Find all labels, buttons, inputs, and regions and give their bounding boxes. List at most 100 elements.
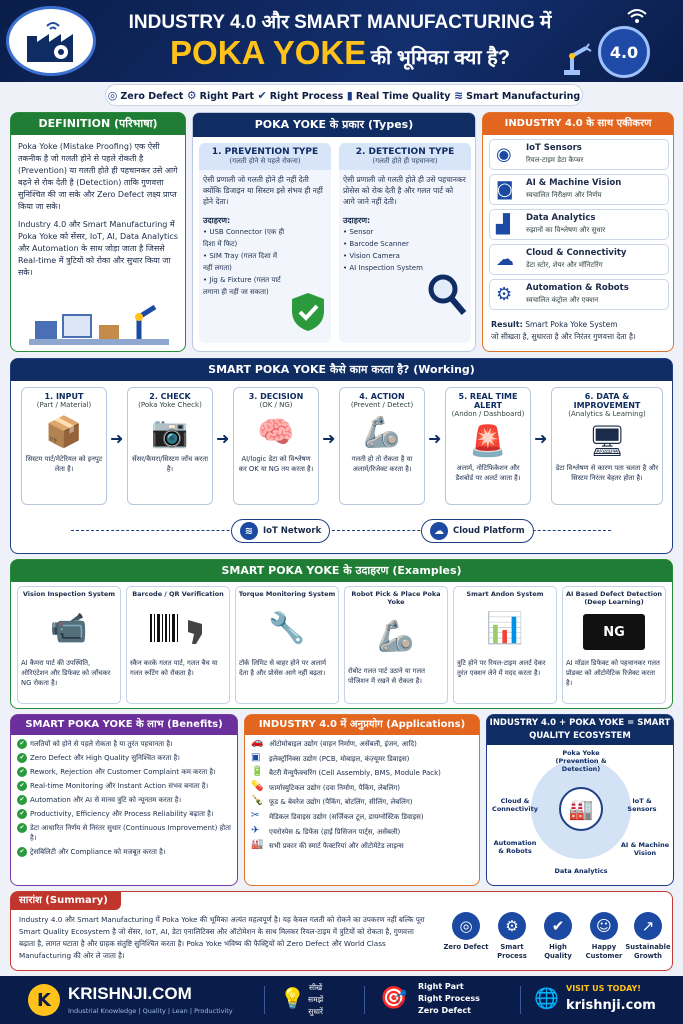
detection-examples: Sensor Barcode Scanner Vision Camera AI …: [339, 226, 471, 274]
check-icon: ✔: [257, 88, 267, 102]
applications-list: 🚗ऑटोमोबाइल उद्योग (वाहन निर्माण, असेंबली…: [245, 735, 479, 860]
list-item: Automation और AI से मानव त्रुटि को न्यून…: [17, 795, 231, 805]
robot-icon: ⚙: [496, 284, 513, 305]
list-item: ट्रेसबिलिटी और Compliance को मजबूत करता …: [17, 847, 231, 857]
detection-sub: (गलती होते ही पहचानना): [372, 157, 438, 165]
step-alert: 5. REAL TIME ALERT(Andon / Dashboard) 🚨 …: [445, 387, 531, 505]
summary-growth: ↗Sustainable Growth: [625, 912, 671, 961]
cloud-icon: ☁: [496, 249, 514, 270]
andon-dashboard-icon: 📊: [486, 610, 524, 646]
ai-chip-icon: 🧠: [257, 415, 295, 450]
prevention-sub: (गलती होने से पहले रोकना): [229, 157, 301, 165]
tag-right-part: ⚙Right Part: [186, 88, 254, 102]
list-item: ✈एयरोस्पेस & डिफेंस (हाई प्रिसिजन पार्ट्…: [251, 824, 401, 836]
applications-panel: INDUSTRY 4.0 में अनुप्रयोग (Applications…: [244, 714, 480, 886]
result-label: Result:: [491, 320, 523, 329]
summary-text: Industry 4.0 और Smart Manufacturing में …: [19, 915, 425, 960]
example-torque: Torque Monitoring System 🔧 टॉर्क लिमिट स…: [235, 586, 339, 704]
camera-icon: 📷: [151, 415, 189, 450]
list-item: Rework, Rejection और Customer Complaint …: [17, 767, 231, 777]
wifi-icon: [626, 8, 648, 28]
smile-icon: ☺: [590, 912, 618, 940]
summary-title: सारांश (Summary): [11, 892, 121, 910]
title-line2: POKA YOKE की भूमिका क्या है?: [100, 34, 580, 72]
robot-arm-icon: 🦾: [363, 415, 401, 450]
step-data: 6. DATA & IMPROVEMENT(Analytics & Learni…: [551, 387, 663, 505]
list-item: 💊फार्मास्युटिकल उद्योग (दवा निर्माण, पैक…: [251, 780, 401, 792]
network-line: [71, 530, 611, 531]
divider: [264, 986, 265, 1014]
detection-examples-label: उदाहरण:: [343, 216, 371, 225]
eco-node-automation: Automation & Robots: [493, 839, 537, 855]
shield-icon: ✔: [544, 912, 572, 940]
prevention-desc: ऐसी प्रणाली जो गलती होने ही नहीं देती क्…: [203, 175, 323, 206]
target-icon: ◎: [107, 88, 118, 102]
alarm-light-icon: 🚨: [469, 424, 507, 459]
eco-node-analytics: Data Analytics: [554, 867, 608, 875]
list-item: Barcode Scanner: [343, 238, 467, 250]
cloud-icon: ☁: [430, 522, 448, 540]
example-ai-defect: AI Based Defect Detection (Deep Learning…: [562, 586, 666, 704]
magnifier-icon: [427, 273, 467, 321]
examples-title: SMART POKA YOKE के उदाहरण (Examples): [11, 560, 672, 582]
prevention-type-card: 1. PREVENTION TYPE (गलती होने से पहले रो…: [199, 143, 331, 343]
torque-tool-icon: 🔧: [268, 610, 306, 646]
target-icon: ◎: [452, 912, 480, 940]
battery-icon: 🔋: [251, 766, 264, 778]
monitor-icon: NG: [563, 612, 665, 652]
integration-title: INDUSTRY 4.0 के साथ एकीकरण: [483, 113, 673, 135]
detection-header: 2. DETECTION TYPE (गलती होते ही पहचानना): [339, 143, 471, 170]
gear-icon: ⚙: [498, 912, 526, 940]
example-andon: Smart Andon System 📊 त्रुटि होने पर रियल…: [453, 586, 557, 704]
wifi-icon: ≋: [240, 522, 258, 540]
types-title: POKA YOKE के प्रकार (Types): [193, 113, 475, 137]
box-icon: 📦: [45, 415, 83, 450]
brand-logo: K: [28, 984, 60, 1016]
list-item: ✂मेडिकल डिवाइस उद्योग (सर्जिकल टूल, डायग…: [251, 809, 424, 821]
list-item: Sensor: [343, 226, 467, 238]
integration-panel: INDUSTRY 4.0 के साथ एकीकरण ◉ IoT Sensors…: [482, 112, 674, 352]
title-highlight: POKA YOKE: [170, 34, 367, 71]
list-item: ▣इलेक्ट्रॉनिक्स उद्योग (PCB, मोबाइल, कंज…: [251, 751, 410, 763]
summary-happy-customer: ☺Happy Customer: [581, 912, 627, 961]
list-item: Jig & Fixture (गलत पार्ट लगाना ही नहीं ज…: [203, 274, 287, 298]
working-title: SMART POKA YOKE कैसे काम करता है? (Worki…: [11, 359, 672, 381]
bottle-icon: 🍾: [251, 795, 264, 807]
factory-robot-illustration: [29, 295, 169, 351]
dashboard-icon: 🖥: [587, 424, 627, 459]
vision-camera-icon: 📹: [50, 610, 88, 646]
arrow-right-icon: ➜: [216, 429, 230, 448]
integration-result: Result: Smart Poka Yoke System जो सीखता …: [491, 319, 669, 343]
iot-network-pill: ≋IoT Network: [231, 519, 331, 543]
eco-node-cloud: Cloud & Connectivity: [492, 797, 538, 813]
example-robot: Robot Pick & Place Poka Yoke 🦾 रोबोट गलत…: [344, 586, 448, 704]
detection-type-card: 2. DETECTION TYPE (गलती होते ही पहचानना)…: [339, 143, 471, 343]
footer: K KRISHNJI.COM Industrial Knowledge | Qu…: [0, 976, 683, 1024]
tag-zero-defect: ◎Zero Defect: [107, 88, 184, 102]
bulb-icon: 💡: [280, 986, 305, 1010]
detection-title: 2. DETECTION TYPE: [355, 147, 455, 157]
robot-arm-icon: 🦾: [377, 618, 415, 654]
arrow-right-icon: ➜: [110, 429, 124, 448]
example-vision: Vision Inspection System 📹 AI कैमरा पार्…: [17, 586, 121, 704]
ng-screen: NG: [583, 614, 645, 650]
list-item: 🔋बैटरी मैन्युफैक्चरिंग (Cell Assembly, B…: [251, 766, 441, 778]
arrow-right-icon: ➜: [534, 429, 548, 448]
list-item: 🚗ऑटोमोबाइल उद्योग (वाहन निर्माण, असेंबली…: [251, 737, 417, 749]
brand-name[interactable]: KRISHNJI.COM: [68, 984, 192, 1003]
industry-badge: 4.0: [598, 26, 650, 78]
tag-right-process: ✔Right Process: [257, 88, 344, 102]
robot-arm-icon: [560, 40, 596, 80]
chart-icon: ▟: [496, 214, 510, 235]
factory-icon: [6, 6, 96, 76]
website-link[interactable]: krishnji.com: [566, 998, 656, 1013]
tagline-bar: ◎Zero Defect ⚙Right Part ✔Right Process …: [105, 84, 583, 106]
list-item: USB Connector (एक ही दिशा में फिट): [203, 226, 287, 250]
title-line1: INDUSTRY 4.0 और SMART MANUFACTURING में: [128, 12, 552, 33]
barcode-icon: [127, 604, 229, 652]
target-icon: 🎯: [380, 986, 408, 1011]
wifi-small-icon: ≋: [453, 88, 464, 102]
